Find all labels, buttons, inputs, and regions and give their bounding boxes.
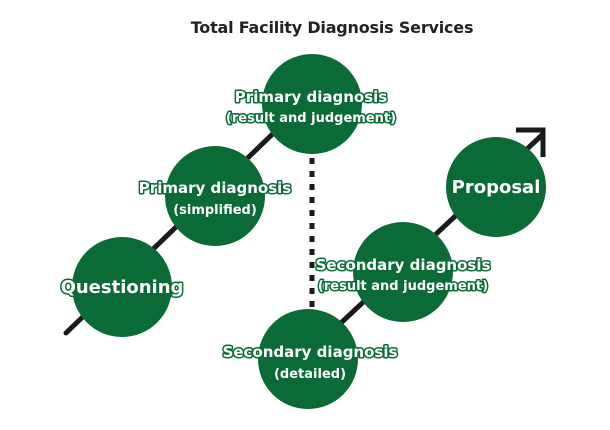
node-primary-result: [262, 54, 362, 154]
label-secondary-result-sub: (result and judgement): [318, 279, 488, 294]
label-primary-simplified-sub: (simplified): [173, 203, 257, 218]
label-secondary-detailed-sub: (detailed): [274, 367, 346, 382]
node-proposal: [446, 137, 546, 237]
node-questioning: [72, 237, 172, 337]
diagram-title: Total Facility Diagnosis Services: [190, 18, 474, 37]
label-questioning: Questioning: [61, 277, 184, 298]
label-primary-simplified-title: Primary diagnosis: [139, 179, 291, 197]
arrowhead-icon: [516, 127, 546, 157]
label-secondary-detailed-title: Secondary diagnosis: [223, 343, 398, 361]
label-primary-result-title: Primary diagnosis: [235, 88, 387, 106]
label-secondary-result-title: Secondary diagnosis: [316, 256, 491, 274]
node-secondary-detailed: [258, 309, 358, 409]
node-primary-simplified: [165, 146, 265, 246]
node-secondary-result: [353, 222, 453, 322]
label-proposal: Proposal: [452, 177, 541, 198]
label-primary-result-sub: (result and judgement): [226, 111, 396, 126]
